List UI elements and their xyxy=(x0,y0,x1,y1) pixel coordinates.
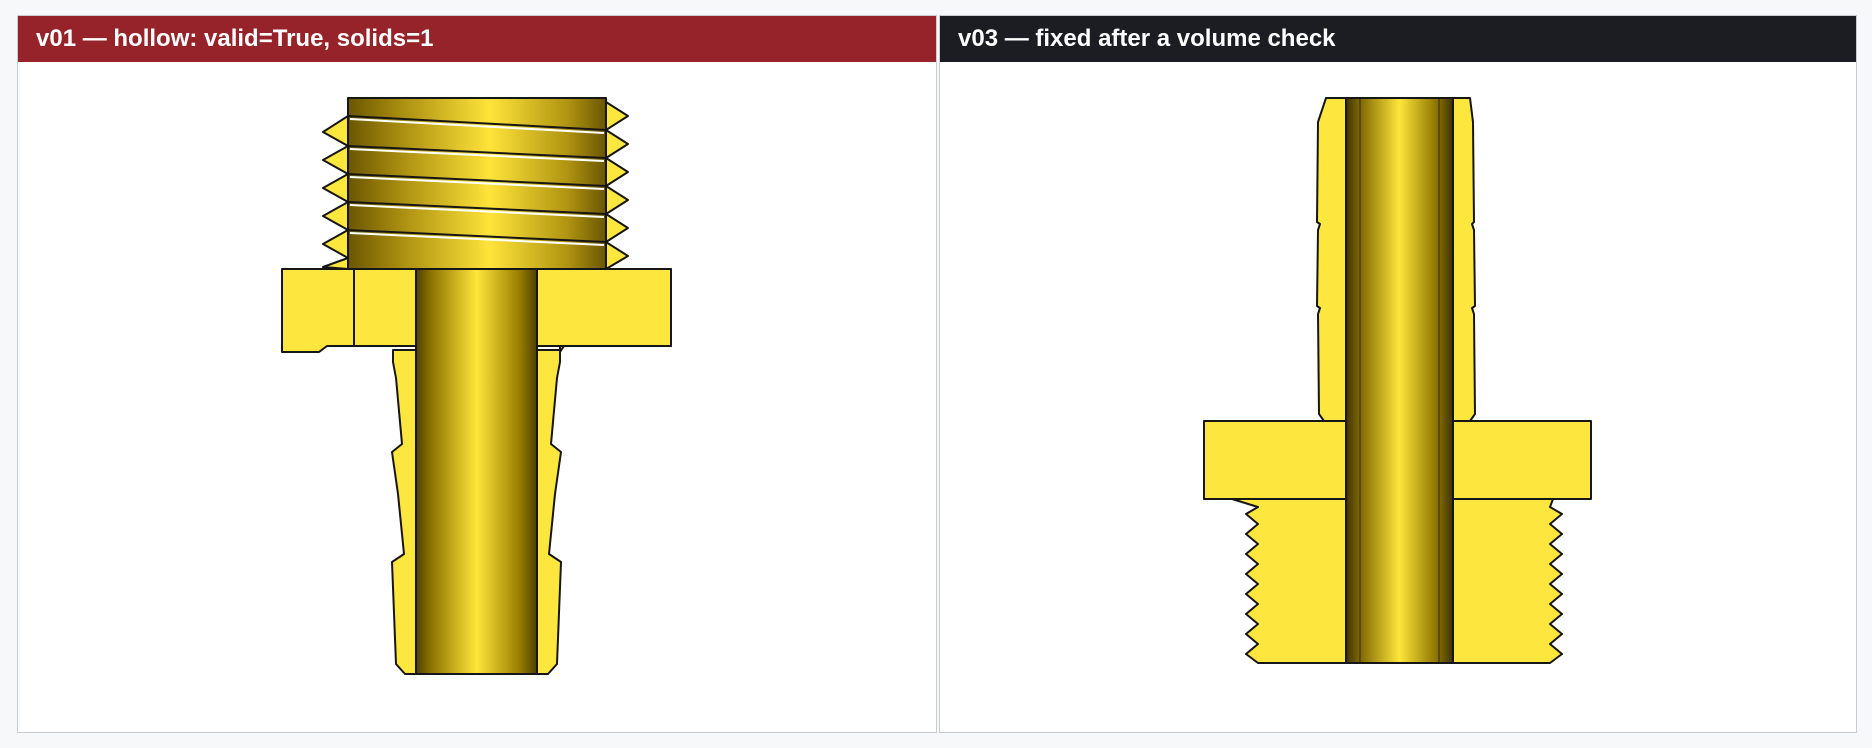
panel-v03-render xyxy=(940,62,1856,732)
bore-channel xyxy=(415,268,538,675)
bore-channel xyxy=(1345,97,1454,664)
panel-v03-title: v03 — fixed after a volume check xyxy=(940,16,1856,62)
barb-section xyxy=(391,349,562,675)
fitting-v01-drawing xyxy=(281,97,672,675)
panel-v01-title: v01 — hollow: valid=True, solids=1 xyxy=(18,16,936,62)
panel-v03: v03 — fixed after a volume check xyxy=(939,15,1857,733)
panel-v01-render xyxy=(18,62,936,732)
barb-section xyxy=(1316,97,1476,422)
panel-v01: v01 — hollow: valid=True, solids=1 xyxy=(17,15,937,733)
threaded-head xyxy=(322,97,629,270)
fitting-v03-drawing xyxy=(1203,97,1592,664)
threaded-base xyxy=(1231,498,1563,664)
